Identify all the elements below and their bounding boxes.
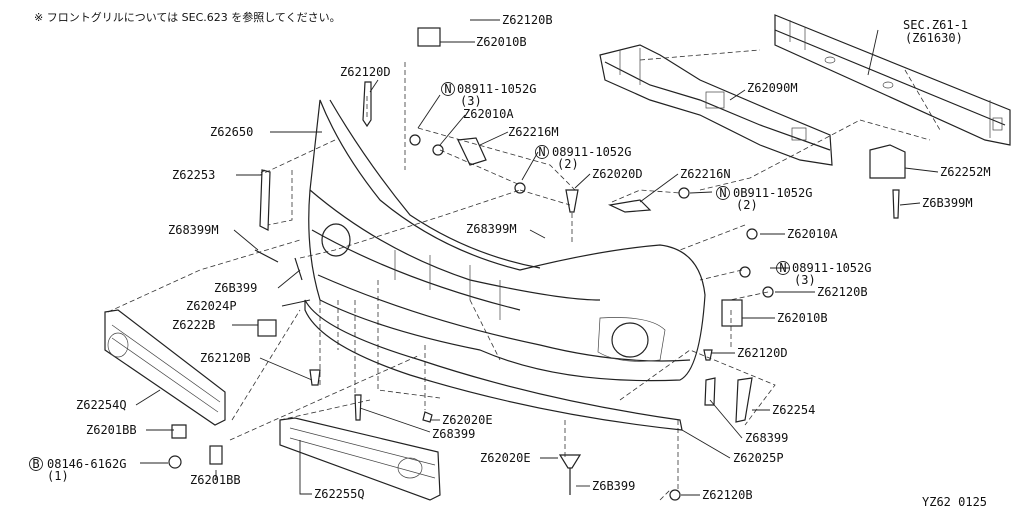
label-z62010a-right: Z62010A — [787, 227, 838, 241]
marker-b-36-463: B — [29, 457, 43, 471]
label-qty-3-b: (3) — [794, 273, 816, 287]
svg-text:N: N — [444, 82, 451, 96]
energy-absorber — [599, 44, 833, 166]
label-qty-2-b: (2) — [736, 198, 758, 212]
left-grille — [104, 309, 226, 426]
label-z62252m: Z62252M — [940, 165, 991, 179]
label-z62650: Z62650 — [210, 125, 253, 139]
label-qty-1: (1) — [47, 469, 69, 483]
reference-note: ※ フロントグリルについては SEC.623 を参照してください。 — [34, 10, 341, 24]
marker-n-540-152: N — [535, 145, 549, 159]
svg-text:N: N — [779, 261, 786, 275]
label-z62020e-center: Z62020E — [442, 413, 493, 427]
label-08911-1052g-d: 08911-1052G — [792, 261, 871, 275]
marker-n-437-88: N — [441, 82, 455, 96]
label-z62025p: Z62025P — [733, 451, 784, 465]
label-z62216n: Z62216N — [680, 167, 731, 181]
label-z62120b-left: Z62120B — [200, 351, 251, 365]
figure-code: YZ62 0125 — [922, 495, 987, 509]
label-z6222b: Z6222B — [172, 318, 215, 332]
lower-cover — [304, 299, 683, 431]
label-sec-z61-1: SEC.Z61-1 — [903, 18, 968, 32]
marker-n-723-193: N — [716, 186, 730, 200]
label-z6201bb-lower: Z6201BB — [190, 473, 241, 487]
label-08146-6162g: 08146-6162G — [47, 457, 126, 471]
label-z62120b-lower: Z62120B — [702, 488, 753, 502]
bumper-fascia — [308, 99, 706, 382]
label-z62120d-right: Z62120D — [737, 346, 788, 360]
fasteners-and-brackets — [168, 27, 906, 501]
label-z62024p: Z62024P — [186, 299, 237, 313]
label-z6201bb-upper: Z6201BB — [86, 423, 137, 437]
label-z62020e-lower: Z62020E — [480, 451, 531, 465]
label-z68399m-left: Z68399M — [168, 223, 219, 237]
label-z68399-right: Z68399 — [745, 431, 788, 445]
label-qty-2-a: (2) — [557, 157, 579, 171]
label-z6b399-lower: Z6B399 — [592, 479, 635, 493]
bumper-reinforcement-beam — [774, 14, 1011, 146]
label-z61630: (Z61630) — [905, 31, 963, 45]
label-z62090m: Z62090M — [747, 81, 798, 95]
label-qty-3-a: (3) — [460, 94, 482, 108]
label-z62120d-top: Z62120D — [340, 65, 391, 79]
svg-text:N: N — [719, 186, 726, 200]
leader-lines — [135, 19, 939, 496]
label-z6b399m-right: Z6B399M — [922, 196, 973, 210]
label-0b911-1052g-c: 0B911-1052G — [733, 186, 812, 200]
label-z62010a-top: Z62010A — [463, 107, 514, 121]
svg-text:N: N — [538, 145, 545, 159]
label-z62255q: Z62255Q — [314, 487, 365, 501]
part-labels: Z62120B Z62010B SEC.Z61-1 (Z61630) Z6212… — [47, 13, 991, 502]
label-z62216m: Z62216M — [508, 125, 559, 139]
label-z68399-center: Z68399 — [432, 427, 475, 441]
label-z6b399-left: Z6B399 — [214, 281, 257, 295]
label-z62010b-top: Z62010B — [476, 35, 527, 49]
marker-n-782-268: N — [776, 261, 790, 275]
label-z62020d: Z62020D — [592, 167, 643, 181]
label-z68399m-center: Z68399M — [466, 222, 517, 236]
label-z62010b-right: Z62010B — [777, 311, 828, 325]
label-z62120b-top: Z62120B — [502, 13, 553, 27]
label-z62254q: Z62254Q — [76, 398, 127, 412]
label-z62253: Z62253 — [172, 168, 215, 182]
label-z62120b-right: Z62120B — [817, 285, 868, 299]
label-08911-1052g-b: 08911-1052G — [552, 145, 631, 159]
label-z62254: Z62254 — [772, 403, 815, 417]
svg-text:B: B — [32, 457, 39, 471]
lower-grille — [279, 417, 441, 501]
label-08911-1052g-a: 08911-1052G — [457, 82, 536, 96]
